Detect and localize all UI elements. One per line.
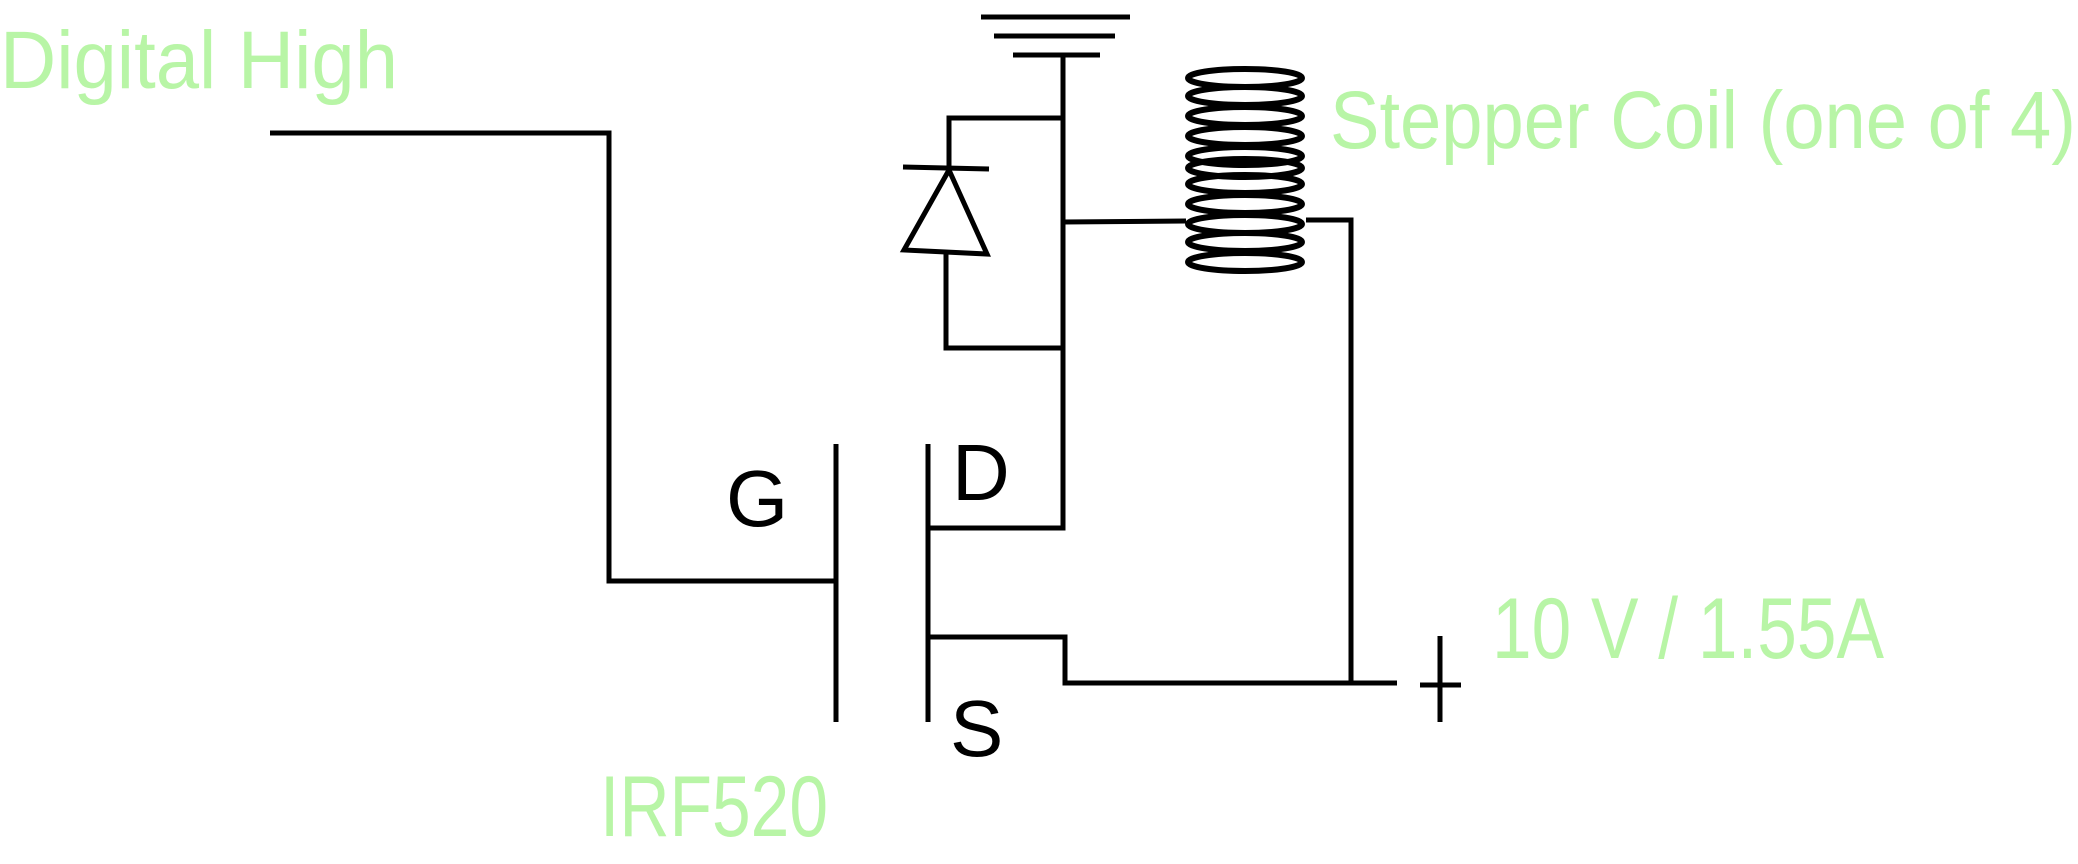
mosfet-drain-lead	[928, 118, 1066, 531]
gate-label: G	[726, 454, 788, 543]
supply-rating-label: 10 V / 1.55A	[1492, 581, 1885, 677]
source-label: S	[950, 684, 1003, 773]
coil-icon	[1185, 66, 1305, 274]
mosfet-source-lead	[928, 634, 1397, 686]
diode-icon	[899, 164, 991, 257]
plus-terminal-icon	[1420, 636, 1461, 722]
gate-signal-wire	[270, 130, 835, 584]
coil-left-wire	[1062, 218, 1187, 225]
diode-top-wire	[946, 115, 1063, 167]
part-number-label: IRF520	[600, 759, 828, 855]
ground-icon	[981, 14, 1130, 58]
stepper-coil-label: Stepper Coil (one of 4)	[1330, 75, 2076, 166]
drain-label: D	[952, 428, 1010, 517]
coil-right-wire	[1306, 217, 1354, 683]
diode-bottom-wire	[943, 254, 1063, 351]
digital-high-label: Digital High	[0, 15, 398, 106]
